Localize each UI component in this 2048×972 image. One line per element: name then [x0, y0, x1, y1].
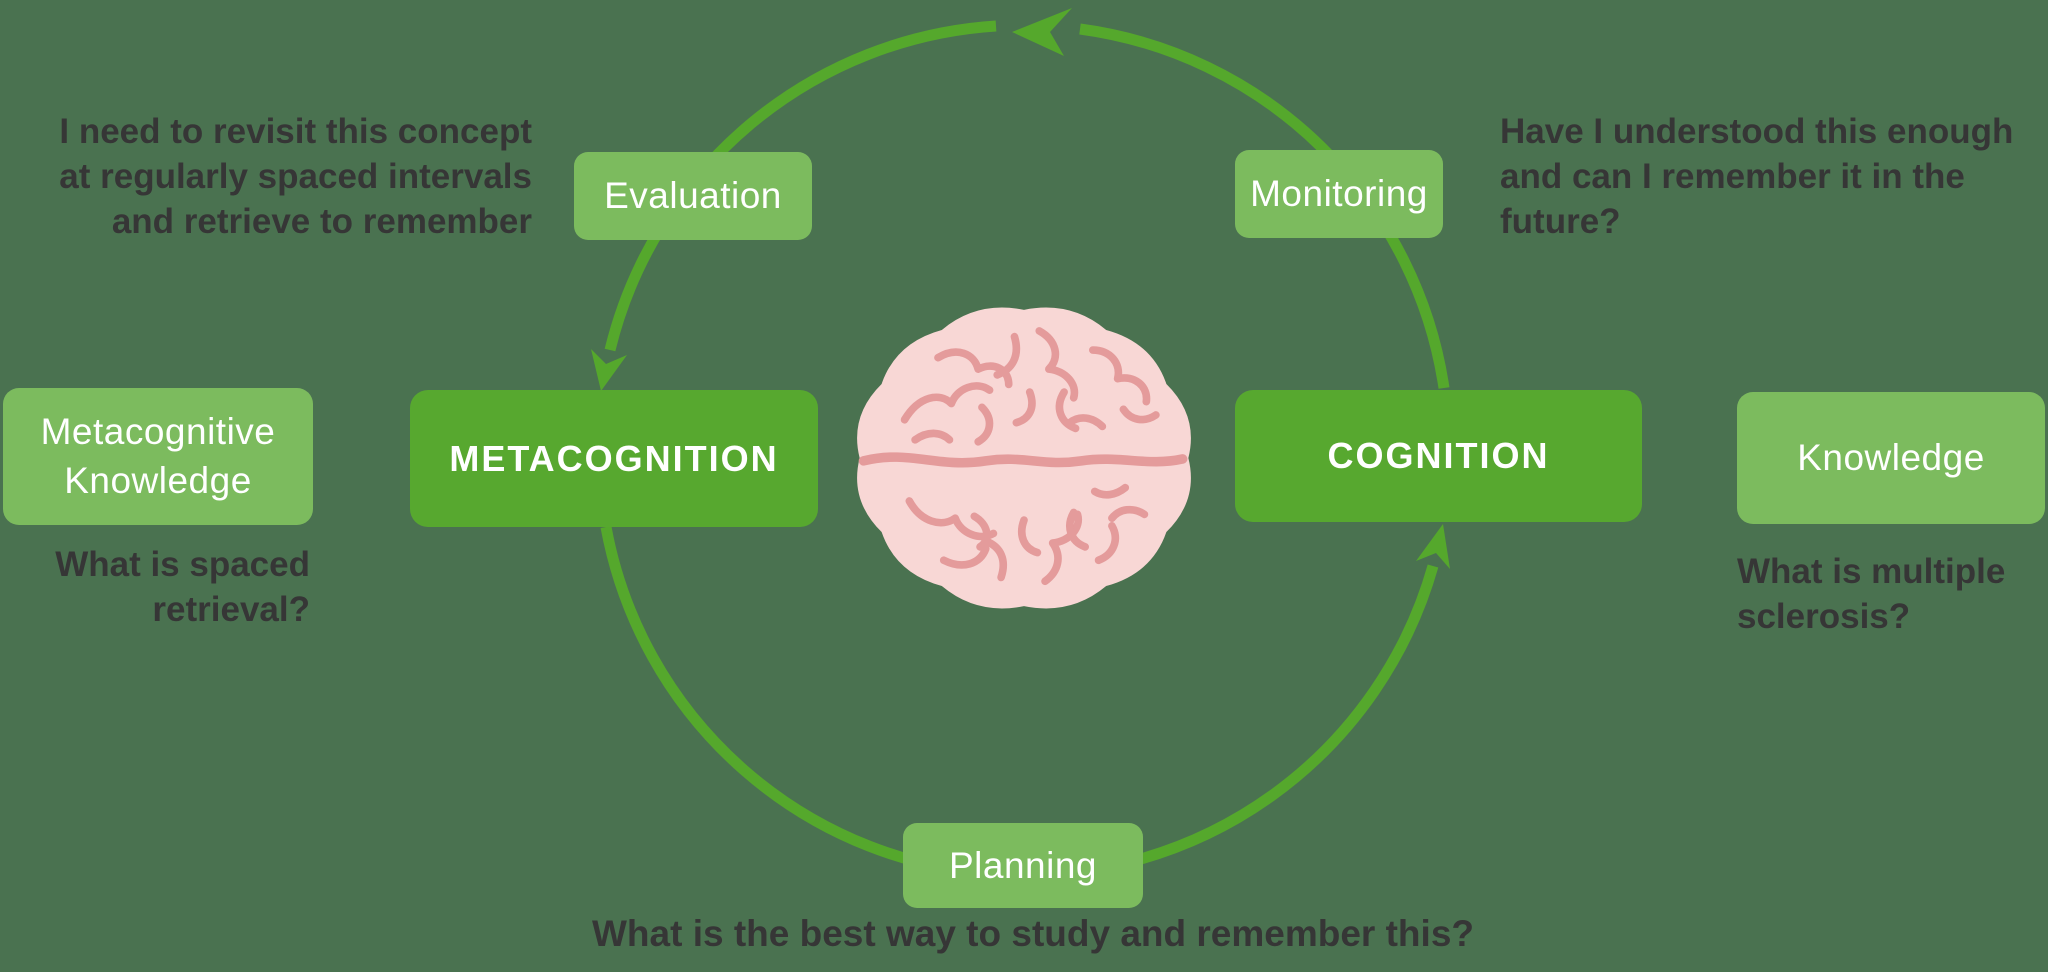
evaluation-annotation: I need to revisit this concept at regula… [59, 110, 532, 244]
monitoring-annotation: Have I understood this enough and can I … [1500, 110, 2013, 244]
evaluation-annotation-line-1: I need to revisit this concept [59, 112, 532, 151]
planning-stage-label: Planning [948, 844, 1097, 886]
arrowhead-top-icon [1012, 8, 1072, 56]
monitoring-annotation-line-2: and can I remember it in the [1500, 156, 1965, 196]
monitoring-annotation-line-1: Have I understood this enough [1500, 112, 2014, 151]
evaluation-stage-label: Evaluation [604, 175, 782, 216]
monitoring-stage-label: Monitoring [1250, 173, 1428, 214]
cognition-box: COGNITION [1235, 390, 1642, 522]
metacognition-label: METACOGNITION [449, 437, 779, 479]
knowledge-label: Knowledge [1797, 437, 1985, 478]
cycle-arc-right [1079, 23, 1450, 389]
knowledge-annotation-line-1: What is multiple [1737, 552, 2006, 591]
metacognitive-knowledge-annotation-line-1: What is spaced [55, 545, 310, 584]
metacognitive-knowledge-annotation: What is spaced retrieval? [55, 543, 310, 633]
monitoring-stage-box: Monitoring [1235, 150, 1443, 238]
knowledge-annotation-line-2: sclerosis? [1737, 596, 1911, 636]
evaluation-stage-box: Evaluation [574, 152, 812, 240]
arrowhead-cognition-icon [1416, 524, 1450, 569]
knowledge-box: Knowledge [1737, 392, 2045, 524]
monitoring-annotation-line-3: future? [1500, 201, 1621, 241]
planning-annotation-line-1: What is the best way to study and rememb… [591, 913, 1475, 954]
metacognitive-knowledge-annotation-line-2: retrieval? [152, 589, 310, 629]
evaluation-annotation-line-2: at regularly spaced intervals [59, 156, 532, 196]
brain-icon [857, 307, 1191, 609]
planning-annotation: What is the best way to study and rememb… [592, 910, 1474, 957]
knowledge-annotation: What is multiple sclerosis? [1737, 550, 2005, 640]
arrowhead-metacognition-icon [591, 349, 627, 391]
planning-stage-box: Planning [903, 823, 1143, 908]
metacognition-box: METACOGNITION [410, 390, 818, 527]
evaluation-annotation-line-3: and retrieve to remember [111, 201, 532, 241]
cognition-label: COGNITION [1327, 435, 1550, 476]
metacognitive-knowledge-box: Metacognitive Knowledge [3, 388, 313, 525]
metacognitive-knowledge-label: Metacognitive Knowledge [40, 411, 276, 501]
cycle-arc-left [604, 20, 997, 352]
